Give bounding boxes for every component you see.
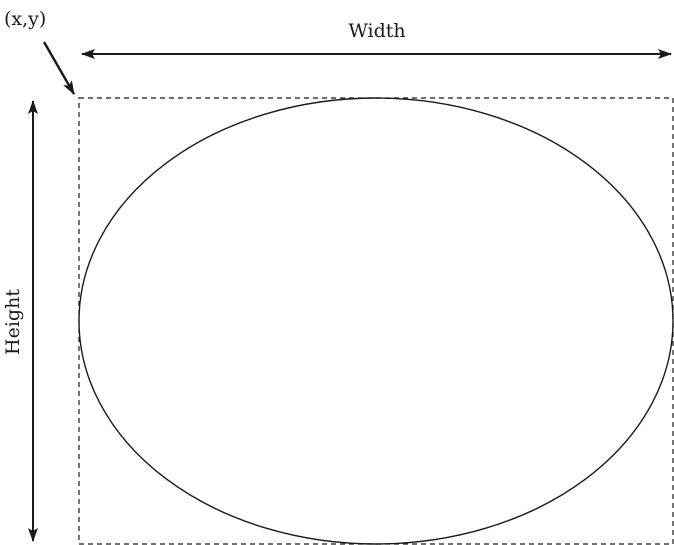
bounding-box — [78, 97, 674, 545]
origin-pointer-arrow — [42, 41, 76, 95]
height-label: Height — [2, 289, 24, 355]
ellipse — [78, 97, 674, 545]
origin-label: (x,y) — [4, 8, 46, 30]
width-label: Width — [348, 20, 405, 42]
